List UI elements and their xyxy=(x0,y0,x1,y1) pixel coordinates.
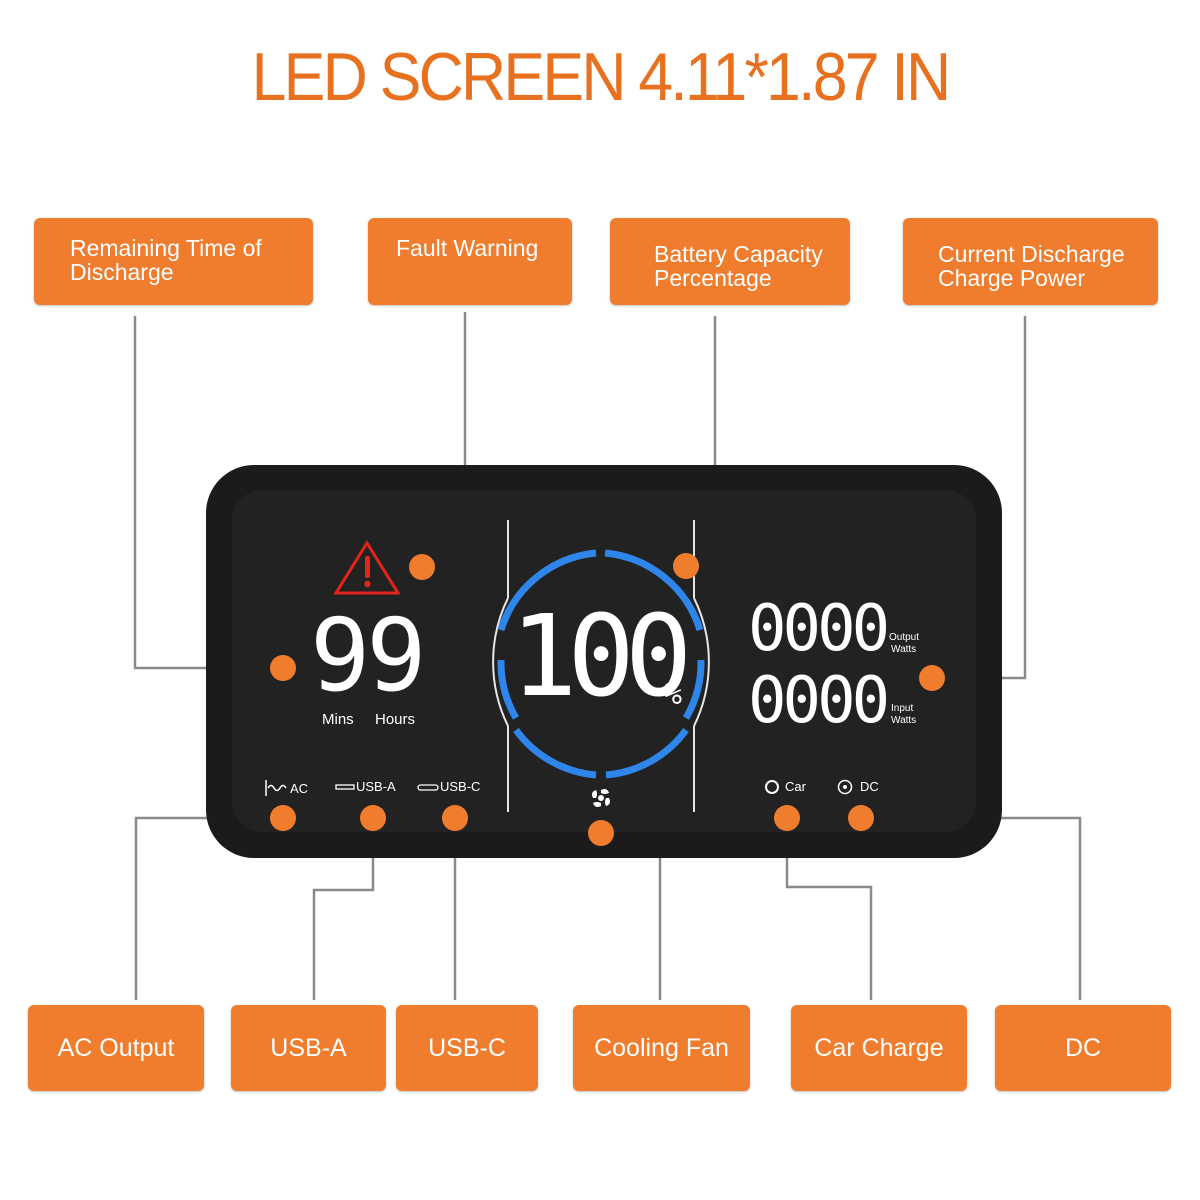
ring-seg-4 xyxy=(682,659,705,720)
output-watts-label: Watts xyxy=(891,644,917,655)
callout-car-charge-text: Car Charge xyxy=(814,1033,944,1062)
marker-usb-c xyxy=(442,805,468,831)
dc-label: DC xyxy=(860,779,879,794)
marker-car-charge xyxy=(774,805,800,831)
output-label: Output xyxy=(889,632,920,643)
callout-current-power-text: Current Discharge Charge Power xyxy=(938,241,1125,291)
marker-fault-warning xyxy=(409,554,435,580)
car-label: Car xyxy=(785,779,806,794)
arc-right xyxy=(693,597,710,727)
callout-dc: DC xyxy=(995,1005,1171,1091)
marker-usb-a xyxy=(360,805,386,831)
callout-remaining-time-text: Remaining Time of Discharge xyxy=(70,235,262,285)
usb-c-label: USB-C xyxy=(440,779,481,794)
callout-battery-capacity: Battery Capacity Percentage xyxy=(610,218,850,305)
led-screen-display xyxy=(232,490,976,832)
callout-ac-output-text: AC Output xyxy=(57,1033,175,1062)
callout-battery-capacity-text: Battery Capacity Percentage xyxy=(654,241,823,291)
marker-ac-output xyxy=(270,805,296,831)
marker-remaining-time xyxy=(270,655,296,681)
input-watts-readout: 0000 xyxy=(748,664,890,738)
callout-usb-a: USB-A xyxy=(231,1005,386,1091)
ring-seg-2 xyxy=(604,549,704,632)
ac-label: AC xyxy=(290,781,309,796)
ring-seg-6 xyxy=(605,727,689,779)
callout-current-power: Current Discharge Charge Power xyxy=(903,218,1158,305)
arc-left xyxy=(492,597,509,727)
capacity-ring xyxy=(497,549,705,779)
usb-a-label: USB-A xyxy=(356,779,396,794)
callout-remaining-time: Remaining Time of Discharge xyxy=(34,218,313,305)
hours-label: Hours xyxy=(375,711,416,728)
callout-cooling-fan-text: Cooling Fan xyxy=(594,1033,729,1062)
ring-seg-5 xyxy=(513,727,597,779)
mins-label: Mins xyxy=(322,711,354,728)
fan-icon xyxy=(592,789,610,807)
input-watts-label: Watts xyxy=(891,715,917,726)
dc-port-icon xyxy=(837,779,853,795)
car-port-icon xyxy=(765,780,779,794)
callout-cooling-fan: Cooling Fan xyxy=(573,1005,750,1091)
ring-seg-3 xyxy=(497,659,520,720)
marker-battery-capacity xyxy=(673,553,699,579)
capacity-unit: % xyxy=(664,677,683,712)
callout-usb-a-text: USB-A xyxy=(270,1033,347,1062)
output-watts-readout: 0000 xyxy=(748,592,890,666)
marker-dc xyxy=(848,805,874,831)
input-label: Input xyxy=(891,703,914,714)
page-title: LED SCREEN 4.11*1.87 IN xyxy=(251,39,952,115)
marker-current-power xyxy=(919,665,945,691)
remaining-time-readout: 99 xyxy=(310,597,426,714)
callout-usb-c: USB-C xyxy=(396,1005,538,1091)
usb-c-icon xyxy=(417,784,439,791)
callout-ac-output: AC Output xyxy=(28,1005,204,1091)
callout-car-charge: Car Charge xyxy=(791,1005,967,1091)
capacity-readout: 100 xyxy=(510,592,692,722)
marker-cooling-fan xyxy=(588,820,614,846)
callout-fault-warning: Fault Warning xyxy=(368,218,572,305)
warning-triangle-icon xyxy=(333,540,401,595)
ring-seg-1 xyxy=(497,549,597,632)
callout-fault-warning-text: Fault Warning xyxy=(396,235,539,261)
ac-icon xyxy=(265,780,287,796)
callout-dc-text: DC xyxy=(1064,1033,1102,1062)
callout-usb-c-text: USB-C xyxy=(428,1033,506,1062)
usb-a-icon xyxy=(335,784,355,790)
